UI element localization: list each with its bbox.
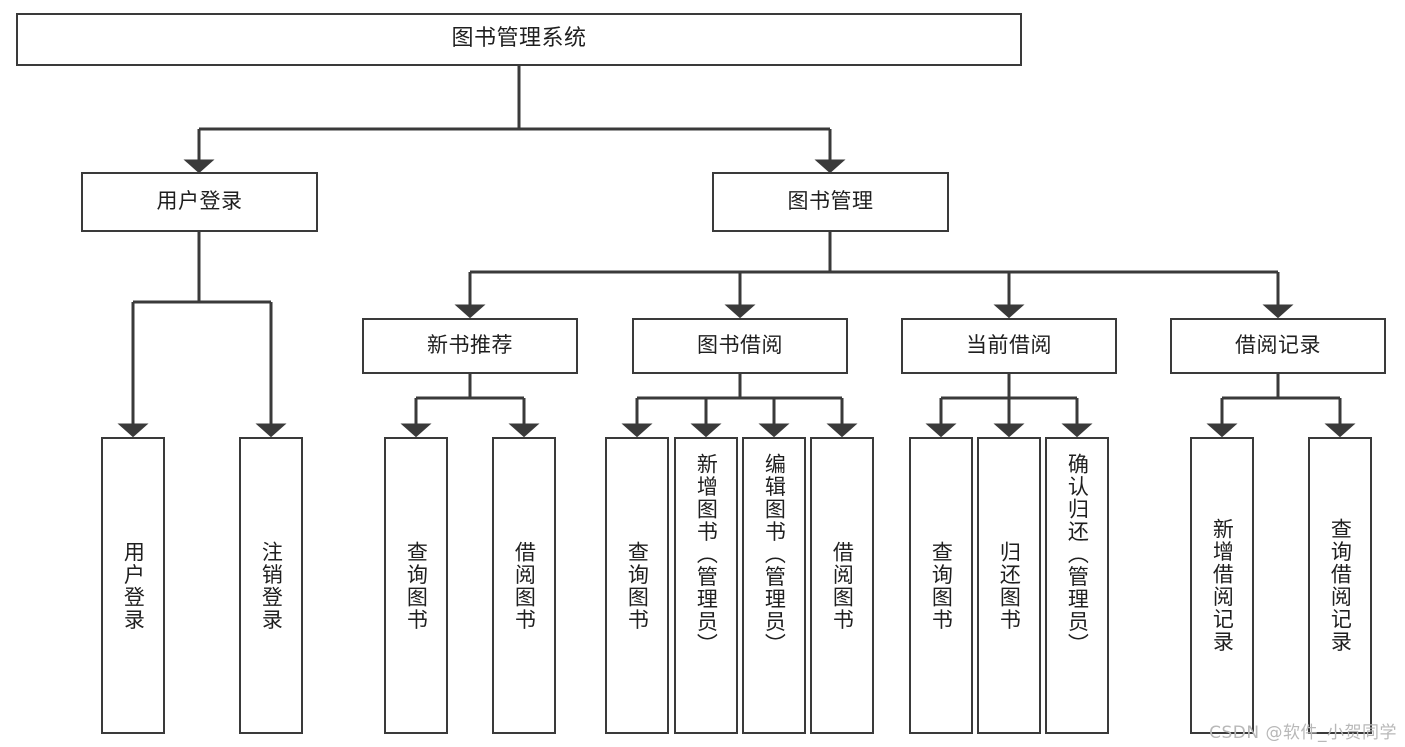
node-leaf-user-login-label: 用户登录 [121, 540, 146, 631]
node-current-borrow-label: 当前借阅 [966, 333, 1052, 358]
node-leaf-query-record[interactable]: 查询借阅记录 [1308, 437, 1372, 734]
node-leaf-add-book-label: 新增图书（管理员） [694, 453, 719, 656]
node-leaf-query-book-3[interactable]: 查询图书 [909, 437, 973, 734]
node-leaf-query-book-1-label: 查询图书 [404, 540, 429, 631]
node-leaf-query-record-label: 查询借阅记录 [1328, 518, 1353, 653]
node-current-borrow[interactable]: 当前借阅 [901, 318, 1117, 374]
node-root[interactable]: 图书管理系统 [16, 13, 1022, 66]
node-leaf-add-record-label: 新增借阅记录 [1210, 518, 1235, 653]
node-user-login[interactable]: 用户登录 [81, 172, 318, 232]
node-leaf-add-book[interactable]: 新增图书（管理员） [674, 437, 738, 734]
node-leaf-return-book[interactable]: 归还图书 [977, 437, 1041, 734]
node-leaf-borrow-book-1-label: 借阅图书 [512, 540, 537, 631]
node-new-book-rec[interactable]: 新书推荐 [362, 318, 578, 374]
node-new-book-rec-label: 新书推荐 [427, 333, 513, 358]
watermark-text: CSDN @软件_小贺同学 [1209, 723, 1397, 743]
node-leaf-edit-book[interactable]: 编辑图书（管理员） [742, 437, 806, 734]
node-leaf-query-book-3-label: 查询图书 [929, 540, 954, 631]
node-book-manage-label: 图书管理 [787, 189, 874, 214]
node-leaf-edit-book-label: 编辑图书（管理员） [762, 453, 787, 656]
node-leaf-borrow-book-2-label: 借阅图书 [830, 540, 855, 631]
node-leaf-add-record[interactable]: 新增借阅记录 [1190, 437, 1254, 734]
node-book-borrow[interactable]: 图书借阅 [632, 318, 848, 374]
node-borrow-record-label: 借阅记录 [1235, 333, 1321, 358]
node-leaf-confirm-return[interactable]: 确认归还（管理员） [1045, 437, 1109, 734]
node-leaf-borrow-book-2[interactable]: 借阅图书 [810, 437, 874, 734]
node-book-borrow-label: 图书借阅 [697, 333, 783, 358]
node-leaf-query-book-1[interactable]: 查询图书 [384, 437, 448, 734]
node-leaf-return-book-label: 归还图书 [997, 540, 1022, 631]
node-leaf-user-login[interactable]: 用户登录 [101, 437, 165, 734]
node-leaf-query-book-2[interactable]: 查询图书 [605, 437, 669, 734]
node-user-login-label: 用户登录 [156, 189, 243, 214]
node-leaf-query-book-2-label: 查询图书 [625, 540, 650, 631]
node-leaf-logout[interactable]: 注销登录 [239, 437, 303, 734]
node-book-manage[interactable]: 图书管理 [712, 172, 949, 232]
node-leaf-confirm-return-label: 确认归还（管理员） [1065, 453, 1090, 656]
node-borrow-record[interactable]: 借阅记录 [1170, 318, 1386, 374]
node-leaf-borrow-book-1[interactable]: 借阅图书 [492, 437, 556, 734]
node-leaf-logout-label: 注销登录 [259, 540, 284, 631]
node-root-label: 图书管理系统 [451, 26, 587, 52]
